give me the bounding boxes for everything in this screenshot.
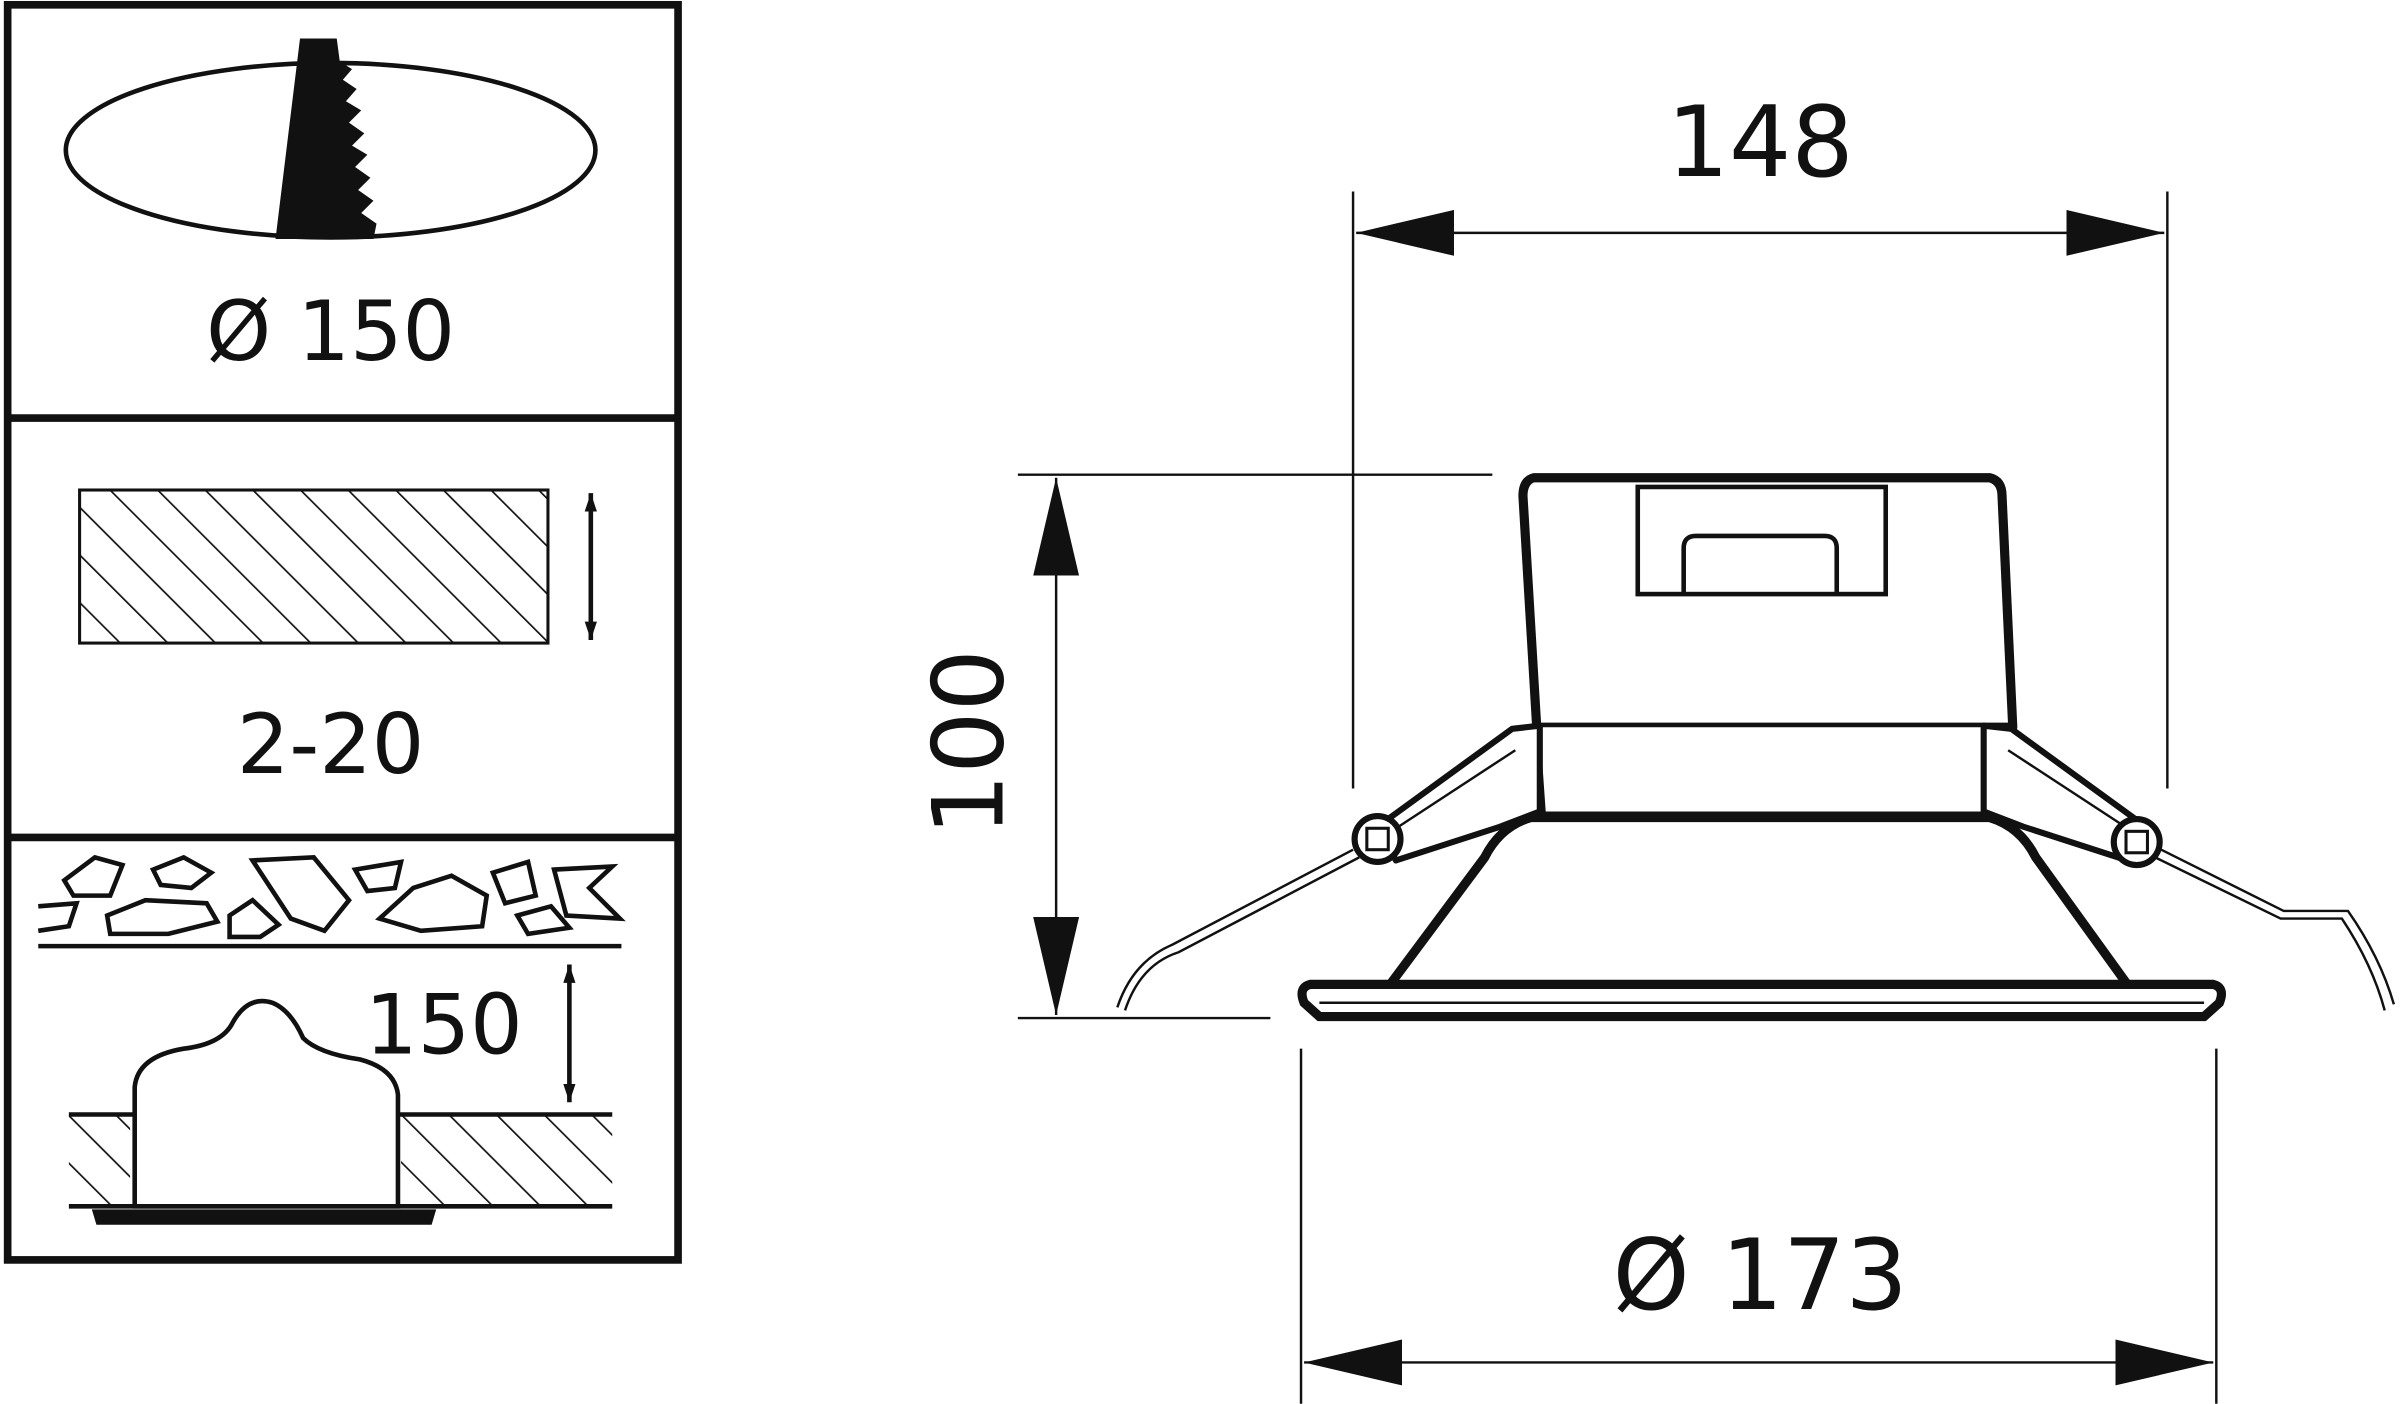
fixture-reflector-cone [1382, 812, 2136, 994]
saw-blade-icon [275, 38, 377, 239]
panel-frame [3, 0, 682, 1264]
insulation-rocks-icon [37, 854, 626, 940]
body-width-label: 148 [1667, 86, 1854, 200]
ceiling-hatch [78, 488, 550, 645]
ceiling-hatch-right [401, 1114, 613, 1207]
flange-diameter-label: Ø 173 [1613, 1219, 1908, 1333]
fixture-flange [1297, 979, 2226, 1022]
recess-depth-label: 150 [365, 977, 523, 1073]
driver-connector-tab [1681, 533, 1840, 595]
cutout-diameter-label: Ø 150 [206, 284, 455, 380]
recessed-fixture-icon [132, 998, 401, 1209]
recess-depth-section: 150 [37, 854, 626, 1225]
ceiling-thickness-label: 2-20 [237, 697, 425, 793]
driver-connector [1635, 484, 1889, 597]
fixture-side-view: 148 100 [913, 86, 2396, 1404]
height-label: 100 [913, 649, 1027, 836]
fixture-housing [1518, 473, 2018, 732]
cutout-section: Ø 150 [63, 38, 598, 380]
left-spring-clip [1116, 722, 1543, 1011]
fixture-trim-icon [91, 1209, 437, 1225]
fixture-body-lower [1533, 727, 1993, 818]
ceiling-thickness-section: 2-20 [78, 488, 597, 793]
installation-panel: Ø 150 2-20 150 [3, 0, 682, 1264]
ceiling-hatch-left [68, 1114, 131, 1207]
right-spring-clip [1980, 722, 2396, 1011]
